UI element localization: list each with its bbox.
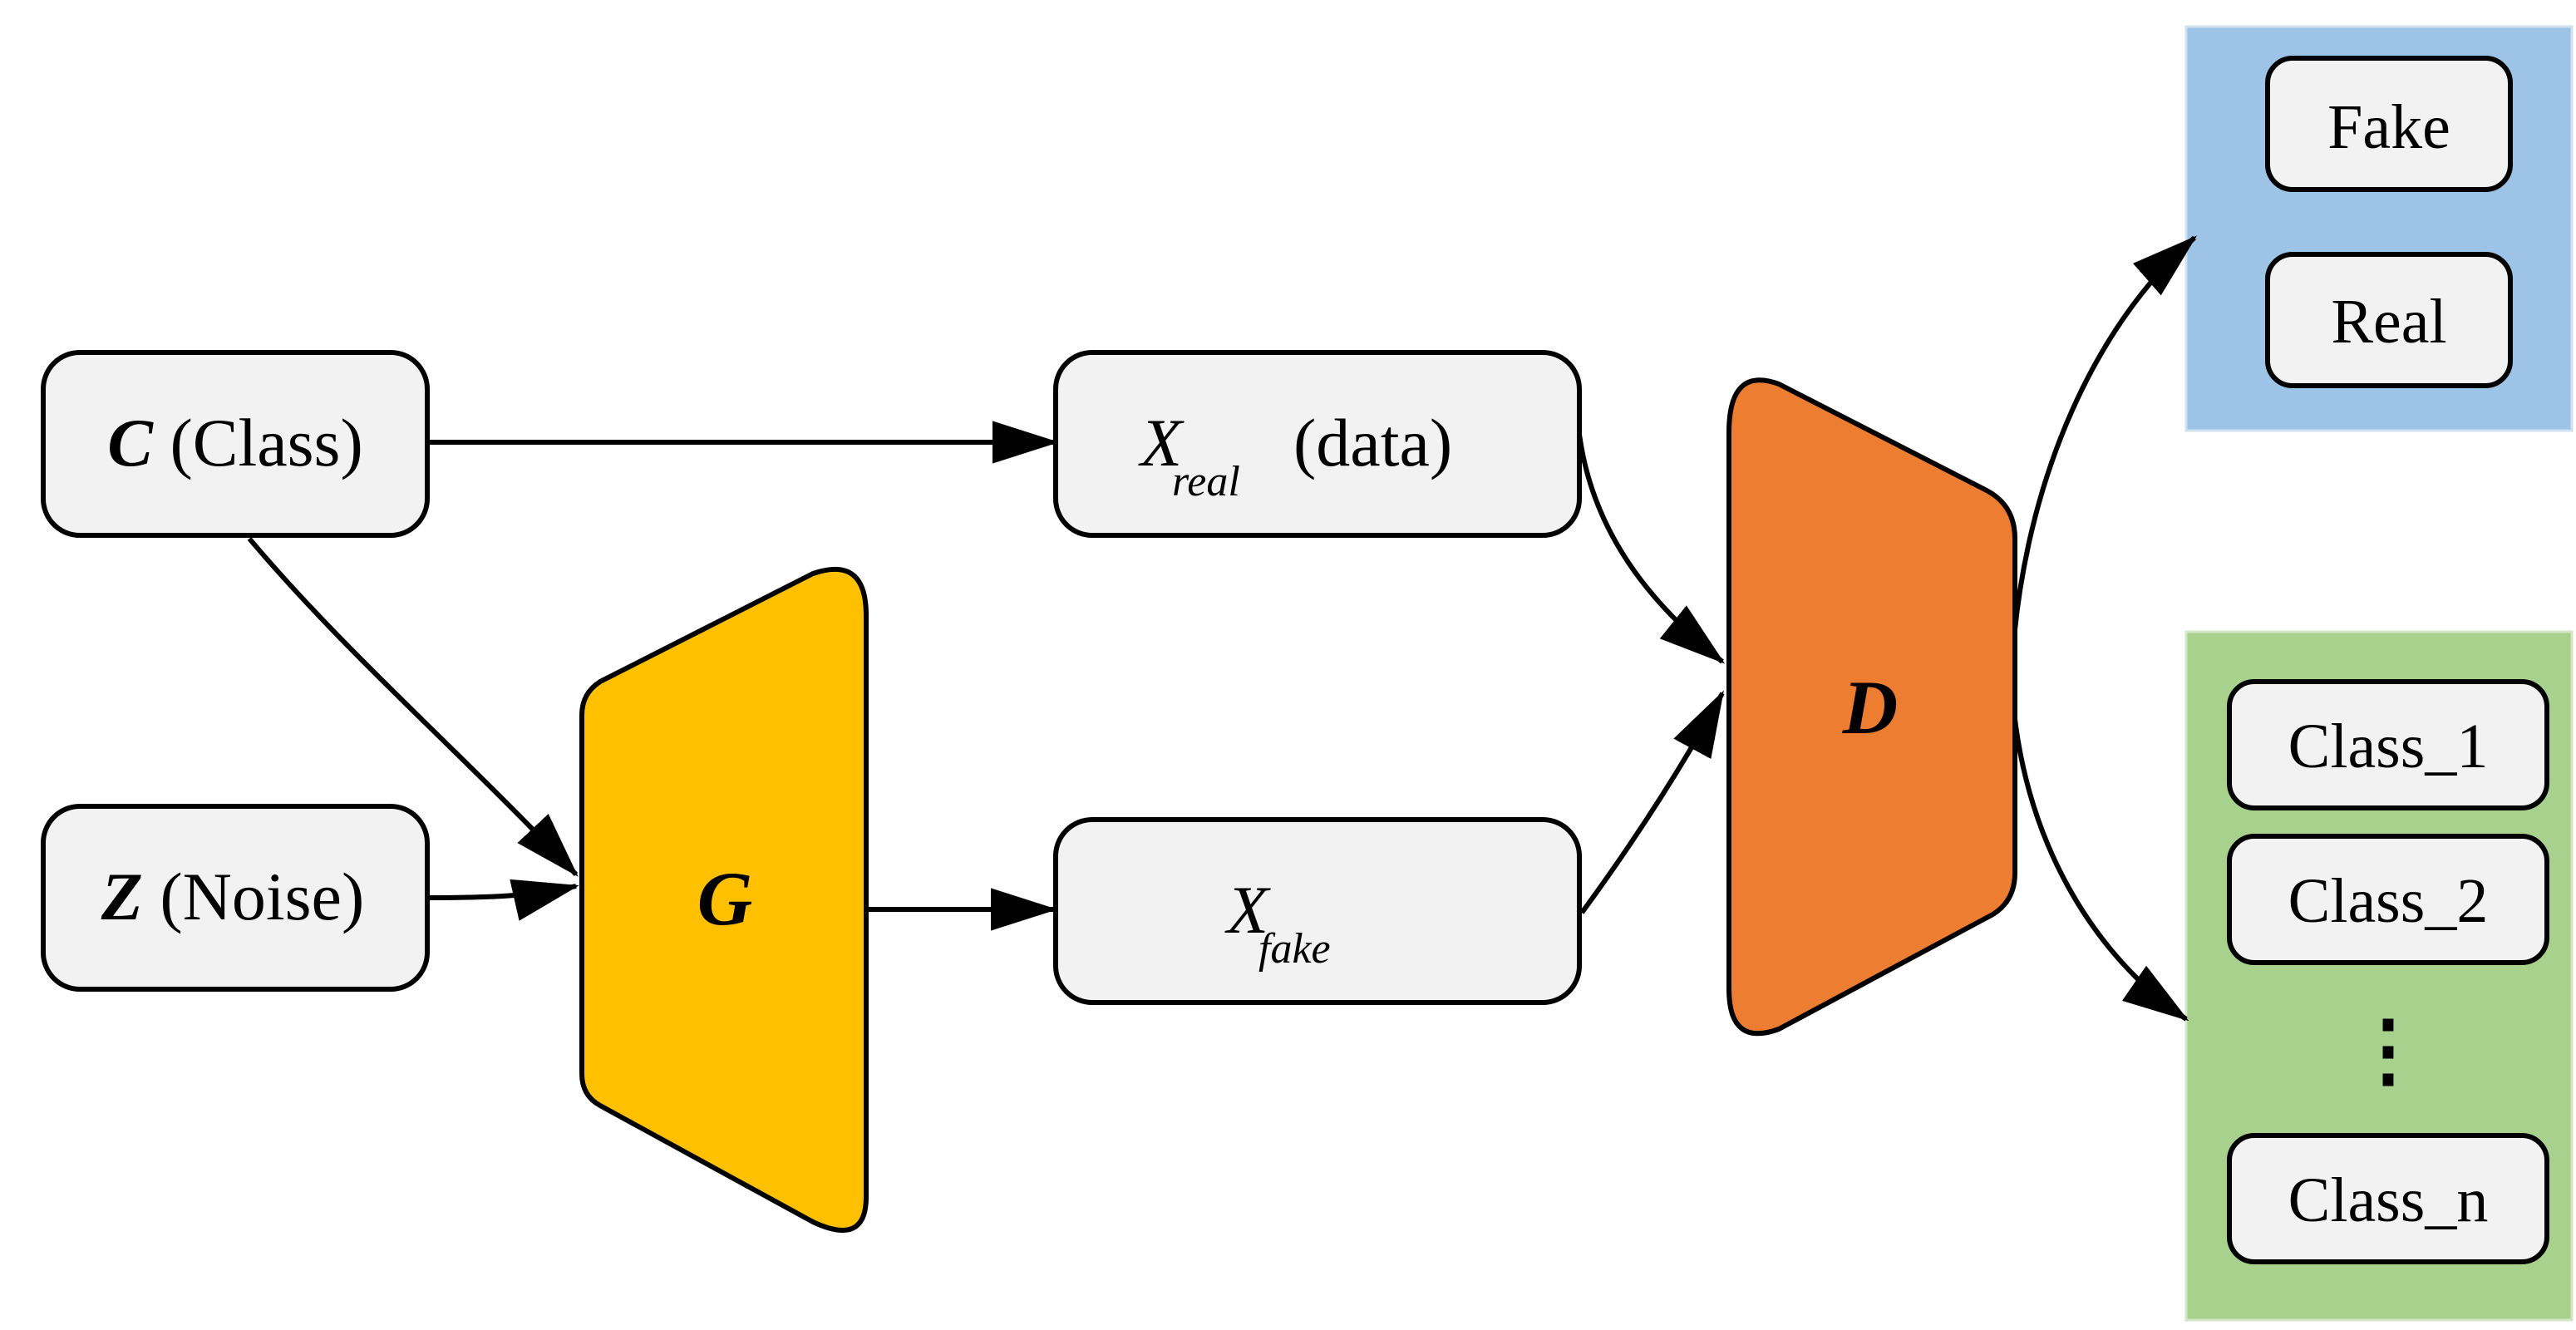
edge-noise-to-generator [427, 879, 579, 921]
generator-node: G [579, 566, 869, 1233]
class-input-node: C (Class) [41, 350, 430, 538]
svg-text:C (Class): C (Class) [107, 405, 363, 480]
noise-label: (Noise) [160, 859, 364, 934]
edge-discriminator-to-classes [2009, 681, 2189, 1022]
noise-variable: Z [101, 859, 143, 934]
output-class-n: Class_n [2227, 1133, 2549, 1264]
output-class-n-label: Class_n [2288, 1165, 2489, 1235]
output-fake-label: Fake [2327, 92, 2450, 162]
output-real: Real [2265, 252, 2513, 388]
output-class-1: Class_1 [2227, 679, 2549, 810]
class-label: (Class) [170, 405, 362, 480]
output-real-label: Real [2331, 287, 2446, 357]
class-variable: C [107, 405, 154, 480]
discriminator-node: D [1726, 377, 2017, 1037]
real-variable: X [1138, 405, 1185, 480]
svg-text:Z (Noise): Z (Noise) [101, 859, 365, 934]
edge-fake-to-discriminator [1579, 690, 1725, 914]
output-class-1-label: Class_1 [2288, 712, 2489, 781]
edge-class-to-generator [247, 537, 579, 877]
output-class-2-label: Class_2 [2288, 866, 2489, 936]
discriminator-label: D [1842, 665, 1898, 750]
real-subscript: real [1172, 458, 1240, 505]
class-ellipsis: ⋮ [2348, 1006, 2428, 1095]
fake-data-node: X fake [1053, 817, 1582, 1005]
generator-label: G [697, 856, 752, 941]
fake-subscript: fake [1258, 925, 1331, 973]
real-data-node: X real (data) [1053, 350, 1582, 538]
output-fake: Fake [2265, 56, 2513, 192]
noise-input-node: Z (Noise) [41, 804, 430, 992]
edge-real-to-discriminator [1575, 419, 1726, 664]
edge-discriminator-to-real-fake [2009, 235, 2198, 674]
real-data-label: (data) [1293, 405, 1452, 480]
output-class-2: Class_2 [2227, 834, 2549, 965]
fake-variable: X [1224, 872, 1271, 948]
